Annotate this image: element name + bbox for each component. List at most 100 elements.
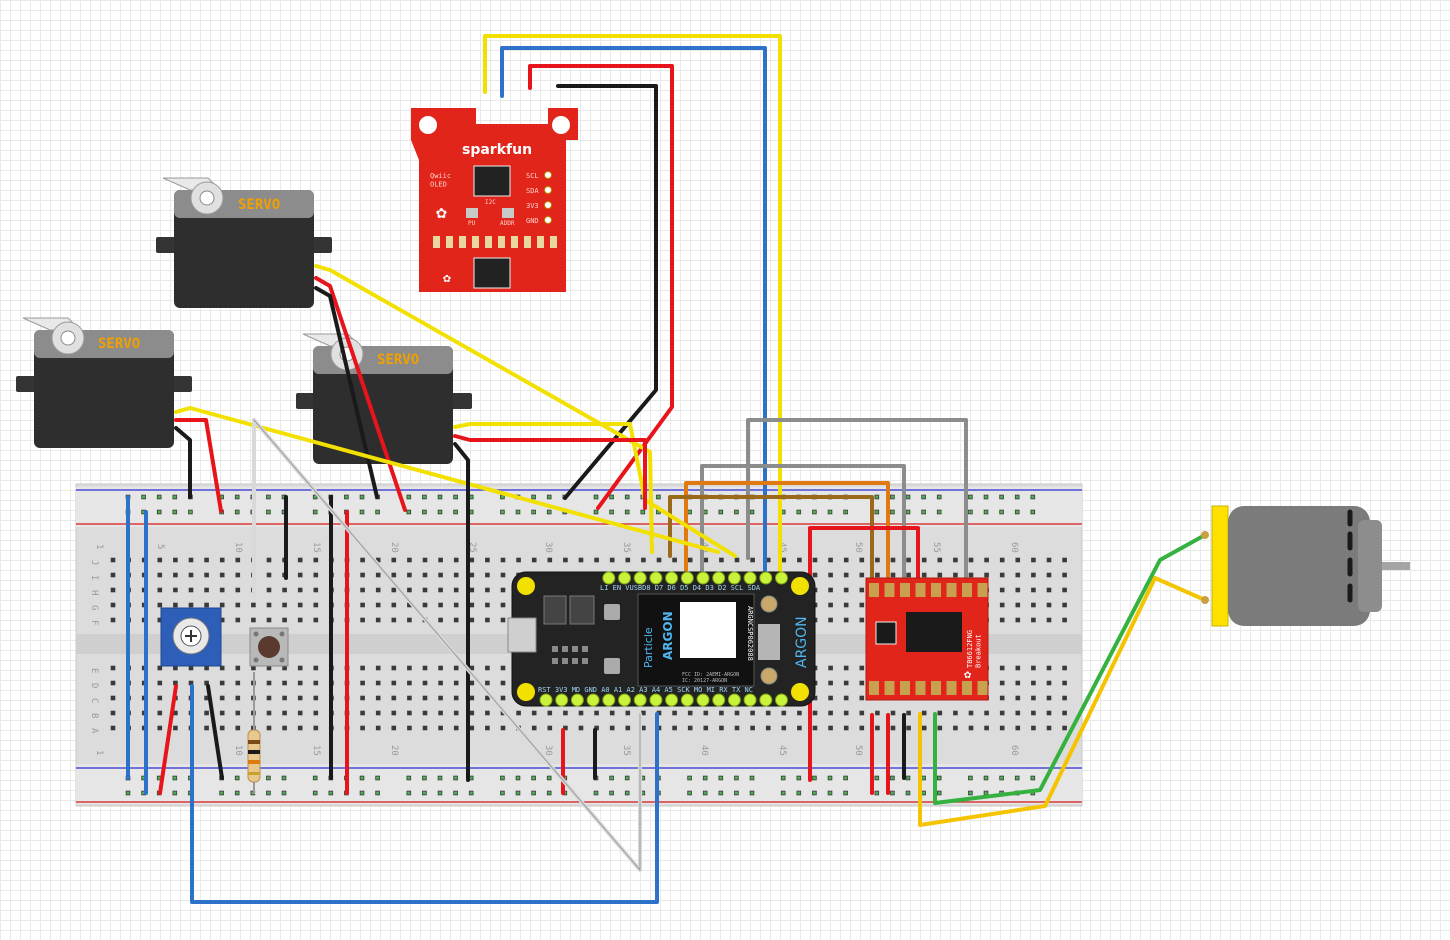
breadboard-hole <box>1015 680 1021 686</box>
argon-module-id: ARGNCSP062088 <box>746 606 754 661</box>
row-letter: F <box>89 620 99 625</box>
rail-hole-highlight <box>968 495 972 499</box>
breadboard-hole <box>188 680 194 686</box>
rail-hole-highlight <box>984 510 988 514</box>
push-button[interactable] <box>249 627 289 667</box>
rail-hole-highlight <box>173 510 177 514</box>
wire-oled-scl <box>483 34 782 580</box>
argon-header-pin <box>539 693 553 707</box>
motor-shaft <box>1382 562 1410 570</box>
wires-back <box>483 34 968 782</box>
rail-hole-highlight <box>500 791 504 795</box>
breadboard-hole <box>859 617 865 623</box>
breadboard-hole <box>219 572 225 578</box>
wire-driver-brown <box>668 495 874 582</box>
breadboard-hole <box>609 557 615 563</box>
breadboard-hole <box>828 557 833 563</box>
rail-hole-highlight <box>719 510 723 514</box>
rail-hole-highlight <box>984 776 988 780</box>
breadboard-hole <box>843 680 849 686</box>
column-number: 20 <box>389 542 399 553</box>
breadboard-hole <box>1046 725 1052 731</box>
potentiometer[interactable] <box>160 607 222 667</box>
rail-hole-highlight <box>547 776 551 780</box>
rail-hole-highlight <box>984 495 988 499</box>
breadboard-hole <box>469 617 475 623</box>
breadboard-hole <box>1015 572 1021 578</box>
rail-hole-highlight <box>313 495 317 499</box>
breadboard-hole <box>485 617 490 623</box>
breadboard-hole <box>469 725 475 731</box>
wire-oled-gnd <box>556 84 658 500</box>
breadboard-hole <box>235 572 241 578</box>
breadboard-hole <box>407 710 412 716</box>
breadboard-hole <box>204 710 209 716</box>
breadboard-hole <box>375 572 381 578</box>
rail-hole-highlight <box>157 776 161 780</box>
argon-name: ARGON <box>661 611 675 660</box>
antenna-connector <box>760 667 778 685</box>
breadboard-hole <box>219 665 225 671</box>
argon-header-pin <box>633 571 647 585</box>
breadboard-hole <box>297 572 303 578</box>
argon-header-pin <box>680 693 694 707</box>
breadboard-hole <box>422 602 428 608</box>
mode-button[interactable] <box>604 658 620 674</box>
rail-hole-highlight <box>719 776 723 780</box>
rail-hole-highlight <box>360 510 364 514</box>
breadboard-hole <box>266 725 272 731</box>
argon-header-pin <box>759 693 773 707</box>
rail-hole-highlight <box>890 791 894 795</box>
breadboard-hole <box>999 725 1005 731</box>
breadboard-hole <box>1046 587 1052 593</box>
driver-pin <box>900 681 910 695</box>
rail-hole-highlight <box>734 510 738 514</box>
rail-hole-highlight <box>422 791 426 795</box>
rail-hole-highlight <box>376 791 380 795</box>
breadboard-hole <box>407 725 412 731</box>
breadboard-hole <box>765 725 771 731</box>
breadboard-hole <box>485 710 490 716</box>
column-number: 60 <box>1009 745 1019 756</box>
breadboard-hole <box>391 695 397 701</box>
rail-hole-highlight <box>922 791 926 795</box>
rail-hole-highlight <box>703 776 707 780</box>
wire-servo1-power <box>314 276 407 512</box>
argon-header-pin <box>555 693 569 707</box>
breadboard-hole <box>859 557 865 563</box>
breadboard-hole <box>235 695 241 701</box>
breadboard-hole <box>422 665 428 671</box>
breadboard-hole <box>765 710 771 716</box>
rail-hole-highlight <box>454 495 458 499</box>
rail-hole-highlight <box>532 495 536 499</box>
driver-pins <box>869 583 988 695</box>
argon-header-pin <box>649 571 663 585</box>
rail-hole-highlight <box>641 791 645 795</box>
breadboard-hole <box>999 665 1005 671</box>
driver-pin <box>884 681 895 695</box>
breadboard-hole <box>360 710 365 716</box>
reset-button[interactable] <box>604 604 620 620</box>
wire-servo2-signal <box>174 406 720 554</box>
breadboard-hole <box>251 602 256 608</box>
breadboard-hole <box>968 572 974 578</box>
breadboard-hole <box>875 725 880 731</box>
breadboard-hole <box>110 665 116 671</box>
rail-hole-highlight <box>641 776 645 780</box>
breadboard-hole <box>219 710 225 716</box>
rail-hole-highlight <box>625 791 629 795</box>
servo-top: SERVO <box>156 177 332 308</box>
breadboard-hole <box>843 710 849 716</box>
oled-brand: sparkfun <box>462 142 532 158</box>
rail-hole-highlight <box>188 510 192 514</box>
row-letter: B <box>89 713 99 718</box>
breadboard-hole <box>157 602 163 608</box>
breadboard-hole <box>843 665 849 671</box>
breadboard-hole <box>641 557 646 563</box>
breadboard-hole <box>578 725 584 731</box>
breadboard-hole <box>999 557 1005 563</box>
rail-hole-highlight <box>142 495 146 499</box>
column-number: 30 <box>543 745 553 756</box>
breadboard-hole <box>719 710 724 716</box>
